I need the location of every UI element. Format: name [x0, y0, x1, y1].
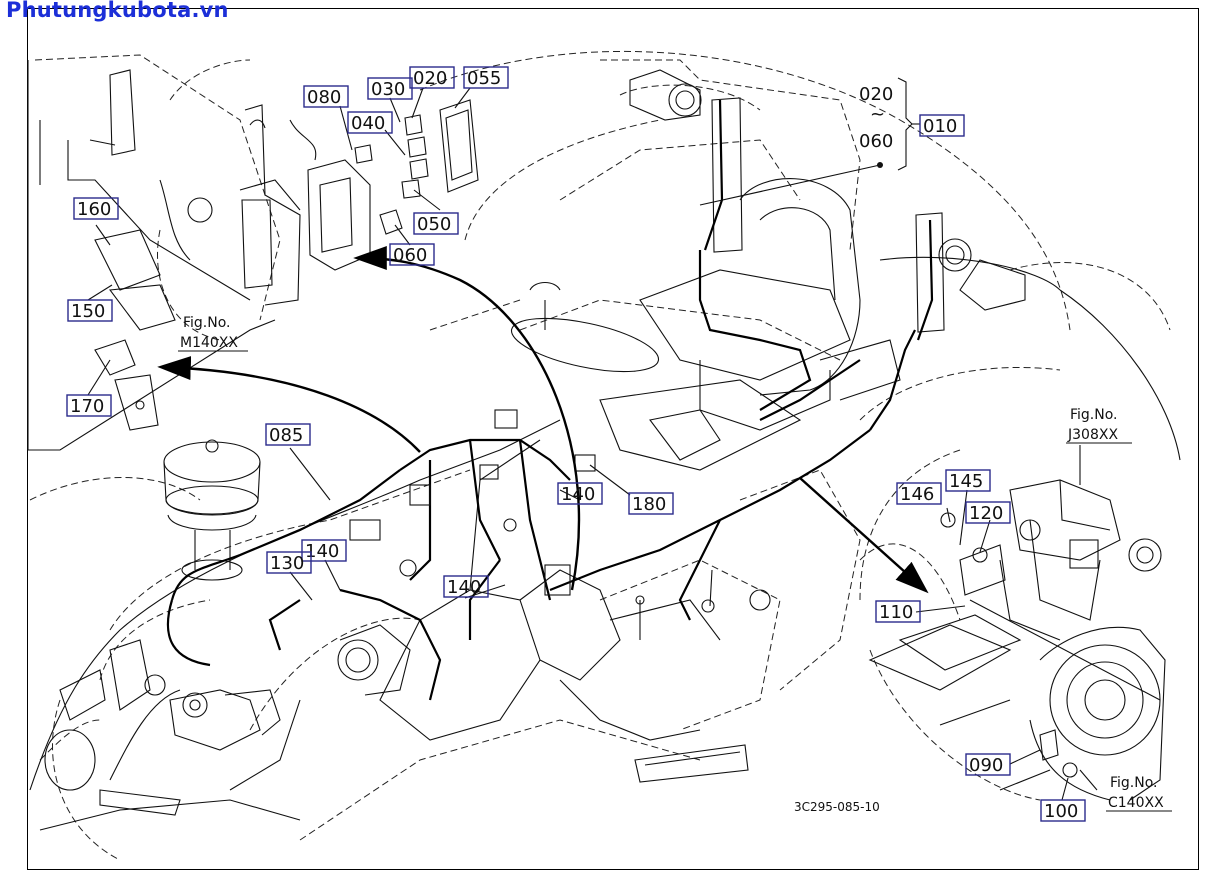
- svg-text:140: 140: [447, 577, 481, 598]
- svg-text:140: 140: [305, 541, 339, 562]
- reference-arrows: [157, 246, 929, 594]
- svg-text:Fig.No.: Fig.No.: [1110, 775, 1158, 791]
- callout-040[interactable]: 040: [347, 111, 393, 134]
- svg-text:090: 090: [969, 755, 1003, 776]
- fig-ref-j308[interactable]: Fig.No. J308XX: [1066, 407, 1132, 444]
- callout-060[interactable]: 060: [389, 243, 435, 266]
- svg-text:030: 030: [371, 79, 405, 100]
- svg-text:080: 080: [307, 87, 341, 108]
- svg-text:050: 050: [417, 214, 451, 235]
- svg-text:146: 146: [900, 484, 934, 505]
- svg-text:J308XX: J308XX: [1067, 427, 1118, 443]
- callout-140-b[interactable]: 140: [443, 575, 489, 598]
- fig-ref-m140[interactable]: Fig.No. M140XX: [178, 315, 248, 352]
- callout-055[interactable]: 055: [463, 66, 509, 89]
- svg-text:150: 150: [71, 301, 105, 322]
- svg-text:Fig.No.: Fig.No.: [1070, 407, 1118, 423]
- callout-180[interactable]: 180: [628, 492, 674, 515]
- callout-100[interactable]: 100: [1040, 799, 1086, 822]
- svg-text:160: 160: [77, 199, 111, 220]
- svg-text:060: 060: [393, 245, 427, 266]
- leader-lines: [87, 77, 1098, 801]
- svg-text:M140XX: M140XX: [180, 335, 238, 351]
- callout-110[interactable]: 110: [875, 600, 921, 623]
- svg-text:010: 010: [923, 116, 957, 137]
- callout-120[interactable]: 120: [965, 501, 1011, 524]
- svg-text:140: 140: [561, 484, 595, 505]
- tractor-outline: [29, 50, 1171, 861]
- svg-text:130: 130: [270, 553, 304, 574]
- callout-050[interactable]: 050: [413, 212, 459, 235]
- range-bottom-label: 060: [859, 131, 893, 152]
- range-top-label: 020: [859, 84, 893, 105]
- callouts: 020 ~ 060 010 020 030 040 055 080 050 06…: [66, 66, 1172, 822]
- tractor-structure: [29, 69, 1181, 831]
- fuse-box-inset: [27, 60, 479, 451]
- callout-090[interactable]: 090: [965, 753, 1011, 776]
- callout-020[interactable]: 020: [409, 66, 455, 89]
- callout-150[interactable]: 150: [67, 299, 113, 322]
- callout-146[interactable]: 146: [896, 482, 942, 505]
- callout-030[interactable]: 030: [367, 77, 413, 100]
- svg-text:120: 120: [969, 503, 1003, 524]
- callout-085[interactable]: 085: [265, 423, 311, 446]
- svg-text:040: 040: [351, 113, 385, 134]
- callout-170[interactable]: 170: [66, 394, 112, 417]
- callout-140-c[interactable]: 140: [557, 482, 603, 505]
- svg-text:020: 020: [413, 68, 447, 89]
- site-watermark: Phutungkubota.vn: [6, 0, 229, 22]
- callout-130[interactable]: 130: [266, 551, 312, 574]
- diagram-code: 3C295-085-10: [794, 800, 880, 814]
- svg-text:055: 055: [467, 68, 501, 89]
- svg-text:110: 110: [879, 602, 913, 623]
- callout-145[interactable]: 145: [945, 469, 991, 492]
- callout-140-a[interactable]: 140: [301, 539, 347, 562]
- svg-text:100: 100: [1044, 801, 1078, 822]
- callout-080[interactable]: 080: [303, 85, 349, 108]
- fig-ref-c140[interactable]: Fig.No. C140XX: [1106, 775, 1172, 812]
- wiring-harness: [166, 99, 934, 701]
- svg-text:145: 145: [949, 471, 983, 492]
- range-tilde: ~: [870, 104, 885, 125]
- callout-010[interactable]: 010: [919, 114, 965, 137]
- svg-text:C140XX: C140XX: [1108, 795, 1164, 811]
- svg-text:085: 085: [269, 425, 303, 446]
- rear-block-inset: [859, 449, 1166, 801]
- svg-text:170: 170: [70, 396, 104, 417]
- svg-text:180: 180: [632, 494, 666, 515]
- svg-text:Fig.No.: Fig.No.: [183, 315, 231, 331]
- callout-160[interactable]: 160: [73, 197, 119, 220]
